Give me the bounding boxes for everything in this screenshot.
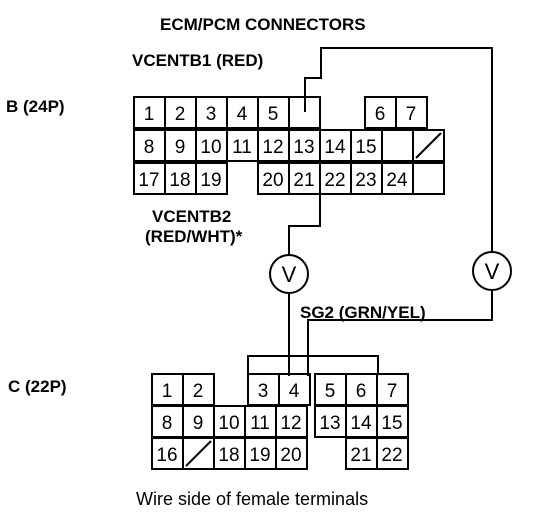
pin-b-20: 20 xyxy=(262,170,283,191)
pin-c-18: 18 xyxy=(218,445,239,466)
connector-b-label: B (24P) xyxy=(6,97,65,116)
pin-c-7: 7 xyxy=(387,381,398,402)
pin-b-12: 12 xyxy=(262,137,283,158)
pin-c-16: 16 xyxy=(156,445,177,466)
pin-c-14: 14 xyxy=(350,413,372,434)
pin-b-6: 6 xyxy=(375,104,386,125)
pin-b-9: 9 xyxy=(175,137,186,158)
diagram-title: ECM/PCM CONNECTORS xyxy=(160,15,366,34)
pin-b-1: 1 xyxy=(144,104,155,125)
pin-c-20: 20 xyxy=(280,445,301,466)
pin-c-21: 21 xyxy=(350,445,371,466)
pin-b-22: 22 xyxy=(324,170,345,191)
pin-c-9: 9 xyxy=(193,413,204,434)
vcentb2-wire xyxy=(288,194,321,256)
pin-c-19: 19 xyxy=(249,445,270,466)
pin-c-12: 12 xyxy=(280,413,301,434)
pin-b-7: 7 xyxy=(406,104,417,125)
pin-b-5: 5 xyxy=(268,104,279,125)
pin-c-5: 5 xyxy=(325,381,336,402)
pin-c-15: 15 xyxy=(381,413,402,434)
pin-b-2: 2 xyxy=(175,104,186,125)
connector-c-label: C (22P) xyxy=(8,377,67,396)
pin-b-18: 18 xyxy=(169,170,190,191)
pin-c-6: 6 xyxy=(356,381,367,402)
pin-b-14: 14 xyxy=(324,137,346,158)
pin-b-17: 17 xyxy=(138,170,159,191)
pin-b-13: 13 xyxy=(293,137,314,158)
connector-c: 1 2 3 4 5 6 7 8 9 10 11 12 13 14 15 16 1… xyxy=(151,355,409,470)
connector-b: 1 2 3 4 5 6 7 8 9 10 11 12 13 14 15 17 1… xyxy=(133,96,445,195)
pin-c-11: 11 xyxy=(250,413,270,434)
pin-c-2: 2 xyxy=(193,381,204,402)
pin-c-8: 8 xyxy=(162,413,173,434)
pin-b-15: 15 xyxy=(355,137,376,158)
vcentb1-label: VCENTB1 (RED) xyxy=(132,51,263,70)
pin-b-23: 23 xyxy=(355,170,376,191)
pin-b-19: 19 xyxy=(200,170,221,191)
pin-b-11: 11 xyxy=(232,137,252,158)
voltmeter-left: V xyxy=(269,254,309,294)
pin-c-22: 22 xyxy=(381,445,402,466)
pin-b-24: 24 xyxy=(386,170,408,191)
pin-b-21: 21 xyxy=(293,170,314,191)
pin-c-13: 13 xyxy=(319,413,340,434)
pin-c-10: 10 xyxy=(218,413,239,434)
vcentb2-label-line2: (RED/WHT)* xyxy=(145,227,243,246)
caption: Wire side of female terminals xyxy=(136,489,368,509)
pin-b-10: 10 xyxy=(200,137,221,158)
sg2-label: SG2 (GRN/YEL) xyxy=(300,303,426,322)
test-leads xyxy=(288,47,493,376)
voltmeter-right: V xyxy=(472,251,512,291)
pin-b-8: 8 xyxy=(144,137,155,158)
voltmeter-left-symbol: V xyxy=(282,262,297,287)
vcentb1-wire xyxy=(304,47,493,252)
vcentb2-label-line1: VCENTB2 xyxy=(152,207,231,226)
voltmeter-right-symbol: V xyxy=(485,259,500,284)
sg2-wire xyxy=(307,290,493,376)
pin-c-4: 4 xyxy=(289,381,300,402)
pin-b-4: 4 xyxy=(237,104,248,125)
pin-c-1: 1 xyxy=(162,381,173,402)
pin-c-3: 3 xyxy=(258,381,269,402)
pin-b-3: 3 xyxy=(206,104,217,125)
